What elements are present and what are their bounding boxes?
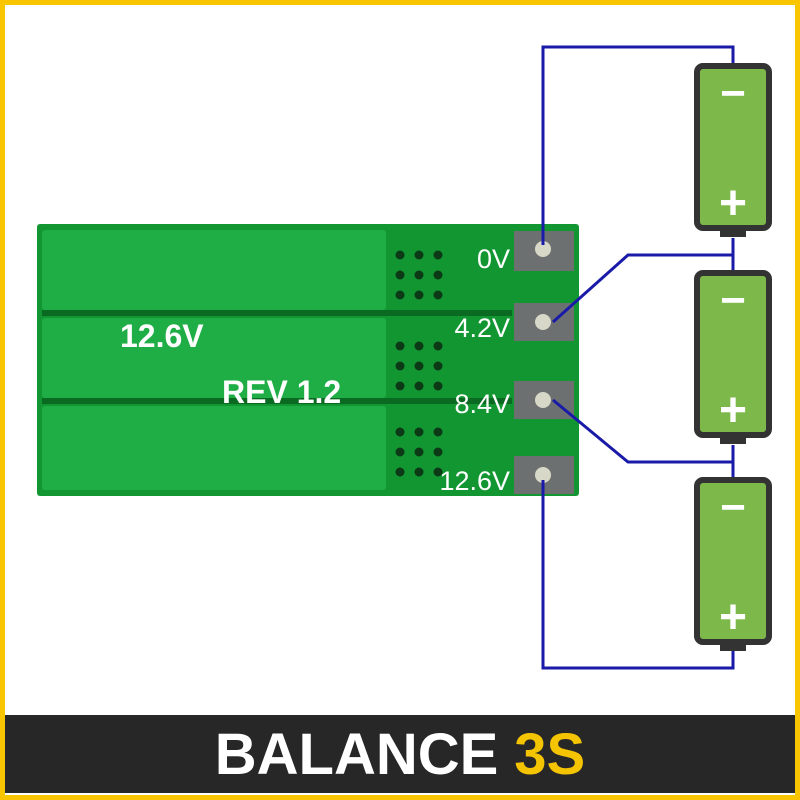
board-voltage-label: 12.6V — [120, 318, 204, 354]
battery-cell: − + — [694, 270, 772, 444]
plus-icon: + — [719, 384, 747, 437]
via-hole — [395, 447, 405, 457]
plus-icon: + — [719, 177, 747, 230]
pad-4-2v — [514, 303, 574, 341]
via-hole — [433, 381, 443, 391]
via-hole — [395, 290, 405, 300]
battery-cell: − + — [694, 477, 772, 651]
via-hole — [414, 427, 424, 437]
via-hole — [414, 270, 424, 280]
pcb-board: 12.6V REV 1.2 0V 4.2V 8.4V 12.6V — [37, 224, 579, 496]
wire-8-4v — [552, 398, 733, 464]
via-hole — [433, 341, 443, 351]
minus-icon: − — [720, 69, 746, 118]
pad-8-4v — [514, 381, 574, 419]
wire-0v — [541, 45, 735, 245]
via-hole — [433, 447, 443, 457]
via-hole — [395, 361, 405, 371]
via-hole — [433, 270, 443, 280]
via-hole — [433, 467, 443, 477]
via-hole — [414, 361, 424, 371]
via-hole — [395, 427, 405, 437]
pad-label-4-2v: 4.2V — [454, 313, 510, 343]
via-hole — [414, 250, 424, 260]
via-hole — [395, 467, 405, 477]
pad-label-12-6v: 12.6V — [439, 466, 510, 496]
via-hole — [395, 341, 405, 351]
via-hole — [395, 381, 405, 391]
pad-label-8-4v: 8.4V — [454, 389, 510, 419]
via-hole — [395, 270, 405, 280]
minus-icon: − — [720, 483, 746, 532]
via-hole — [433, 290, 443, 300]
plus-icon: + — [719, 591, 747, 644]
via-hole — [433, 361, 443, 371]
board-revision-label: REV 1.2 — [222, 374, 341, 410]
via-hole — [433, 250, 443, 260]
minus-icon: − — [720, 276, 746, 325]
wire-4-2v — [552, 253, 733, 324]
via-hole — [433, 427, 443, 437]
battery-cell: − + — [694, 63, 772, 237]
via-hole — [414, 290, 424, 300]
banner-title: BALANCE — [214, 721, 499, 787]
pad-label-0v: 0V — [477, 244, 510, 274]
via-hole — [414, 447, 424, 457]
via-hole — [414, 467, 424, 477]
banner-highlight: 3S — [514, 721, 586, 787]
wires — [541, 45, 735, 670]
via-hole — [414, 341, 424, 351]
title-banner: BALANCE 3S — [5, 715, 795, 793]
via-hole — [395, 250, 405, 260]
wire-12-6v — [541, 480, 735, 670]
via-hole — [414, 381, 424, 391]
